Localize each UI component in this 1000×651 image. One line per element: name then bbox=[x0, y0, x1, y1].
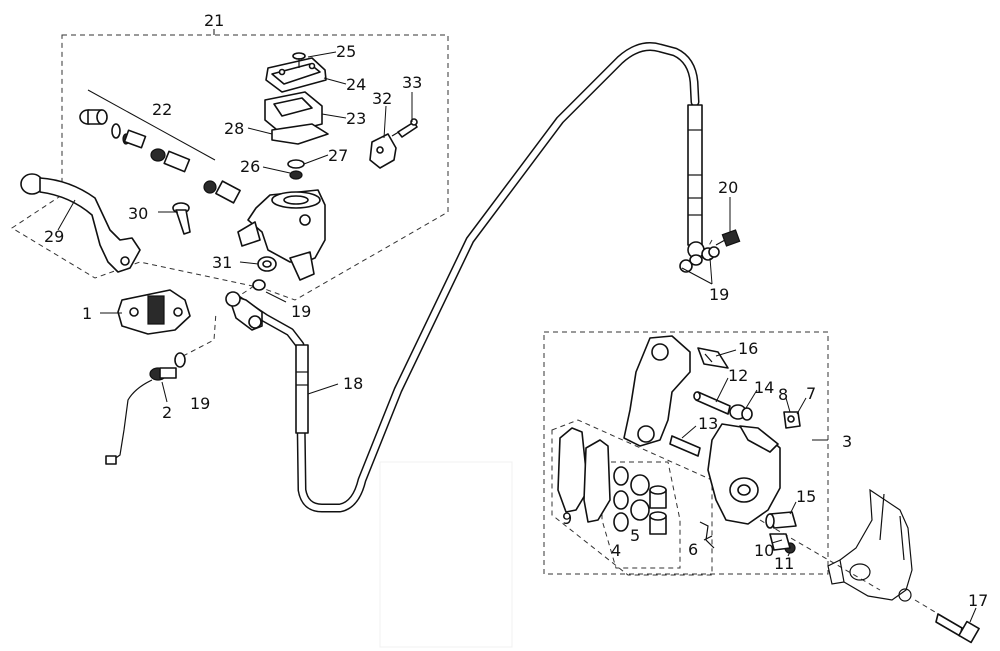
pad-spring bbox=[697, 347, 729, 369]
callout-33: 33 bbox=[402, 73, 422, 92]
clamp-bolt bbox=[391, 118, 418, 138]
callout-13: 13 bbox=[698, 414, 718, 433]
brake-lever bbox=[20, 173, 141, 273]
callout-9: 9 bbox=[562, 509, 572, 528]
callout-28: 28 bbox=[224, 119, 244, 138]
cap-diaphragm bbox=[264, 91, 323, 135]
pad-pin bbox=[765, 511, 797, 529]
callout-19b: 19 bbox=[291, 302, 311, 321]
callout-30: 30 bbox=[128, 204, 148, 223]
callout-2: 2 bbox=[162, 403, 172, 422]
handlebar-clamp bbox=[117, 289, 191, 335]
leader-lines bbox=[57, 29, 977, 623]
pad-retainer-clip bbox=[699, 521, 715, 549]
callout-16: 16 bbox=[738, 339, 758, 358]
caliper-group-boundary bbox=[543, 331, 829, 575]
callout-7: 7 bbox=[806, 384, 816, 403]
callout-23: 23 bbox=[346, 109, 366, 128]
upper-banjo-bolt bbox=[715, 229, 741, 247]
callout-31: 31 bbox=[212, 253, 232, 272]
brake-pads bbox=[557, 427, 611, 523]
brake-hose bbox=[233, 42, 703, 513]
bleeder-screw bbox=[783, 411, 801, 429]
callout-25: 25 bbox=[336, 42, 356, 61]
pivot-bolt bbox=[172, 202, 191, 235]
callout-11: 11 bbox=[774, 554, 794, 573]
callout-6: 6 bbox=[688, 540, 698, 559]
callout-19a: 19 bbox=[190, 394, 210, 413]
pad-group-boundary bbox=[551, 419, 713, 576]
callout-21: 21 bbox=[204, 11, 224, 30]
callout-12: 12 bbox=[728, 366, 748, 385]
callout-3: 3 bbox=[842, 432, 852, 451]
callout-20: 20 bbox=[718, 178, 738, 197]
callout-5: 5 bbox=[630, 526, 640, 545]
slide-pin-lower bbox=[669, 435, 701, 457]
callout-14: 14 bbox=[754, 378, 774, 397]
caliper-mounting-bolt bbox=[935, 613, 980, 644]
master-cylinder-body bbox=[237, 189, 326, 281]
callout-22: 22 bbox=[152, 100, 172, 119]
reservoir-cap bbox=[265, 57, 327, 93]
callout-labels: 21 25 24 23 28 32 33 22 27 26 30 29 31 1… bbox=[44, 11, 988, 610]
callout-8: 8 bbox=[778, 385, 788, 404]
callout-4: 4 bbox=[611, 541, 621, 560]
callout-18: 18 bbox=[343, 374, 363, 393]
callout-17: 17 bbox=[968, 591, 988, 610]
background-artifact bbox=[379, 461, 513, 648]
caliper-body bbox=[707, 423, 781, 525]
caliper-pistons bbox=[613, 466, 667, 535]
callout-24: 24 bbox=[346, 75, 366, 94]
pivot-nut bbox=[257, 256, 277, 272]
diaphragm-plate bbox=[271, 123, 329, 145]
boot bbox=[729, 404, 753, 421]
callout-15: 15 bbox=[796, 487, 816, 506]
piston-group-boundary bbox=[601, 461, 681, 569]
crush-washers bbox=[174, 246, 720, 368]
brake-light-switch bbox=[105, 367, 177, 465]
hose-lower-banjo bbox=[225, 291, 263, 331]
callout-19c: 19 bbox=[709, 285, 729, 304]
callout-10: 10 bbox=[754, 541, 774, 560]
bleeder-10 bbox=[769, 533, 791, 551]
banjo-dash-line bbox=[182, 311, 217, 357]
fork-leg bbox=[827, 488, 913, 602]
callout-1: 1 bbox=[82, 304, 92, 323]
slide-pin-upper bbox=[693, 391, 731, 415]
caliper-bracket bbox=[623, 335, 691, 447]
piston-kit bbox=[79, 89, 241, 204]
callout-29: 29 bbox=[44, 227, 64, 246]
master-cylinder-group-boundary bbox=[11, 34, 449, 301]
cap-screw bbox=[292, 52, 306, 68]
callout-26: 26 bbox=[240, 157, 260, 176]
callout-32: 32 bbox=[372, 89, 392, 108]
mirror-clamp bbox=[369, 133, 397, 169]
float-assembly bbox=[287, 159, 305, 180]
callout-27: 27 bbox=[328, 146, 348, 165]
